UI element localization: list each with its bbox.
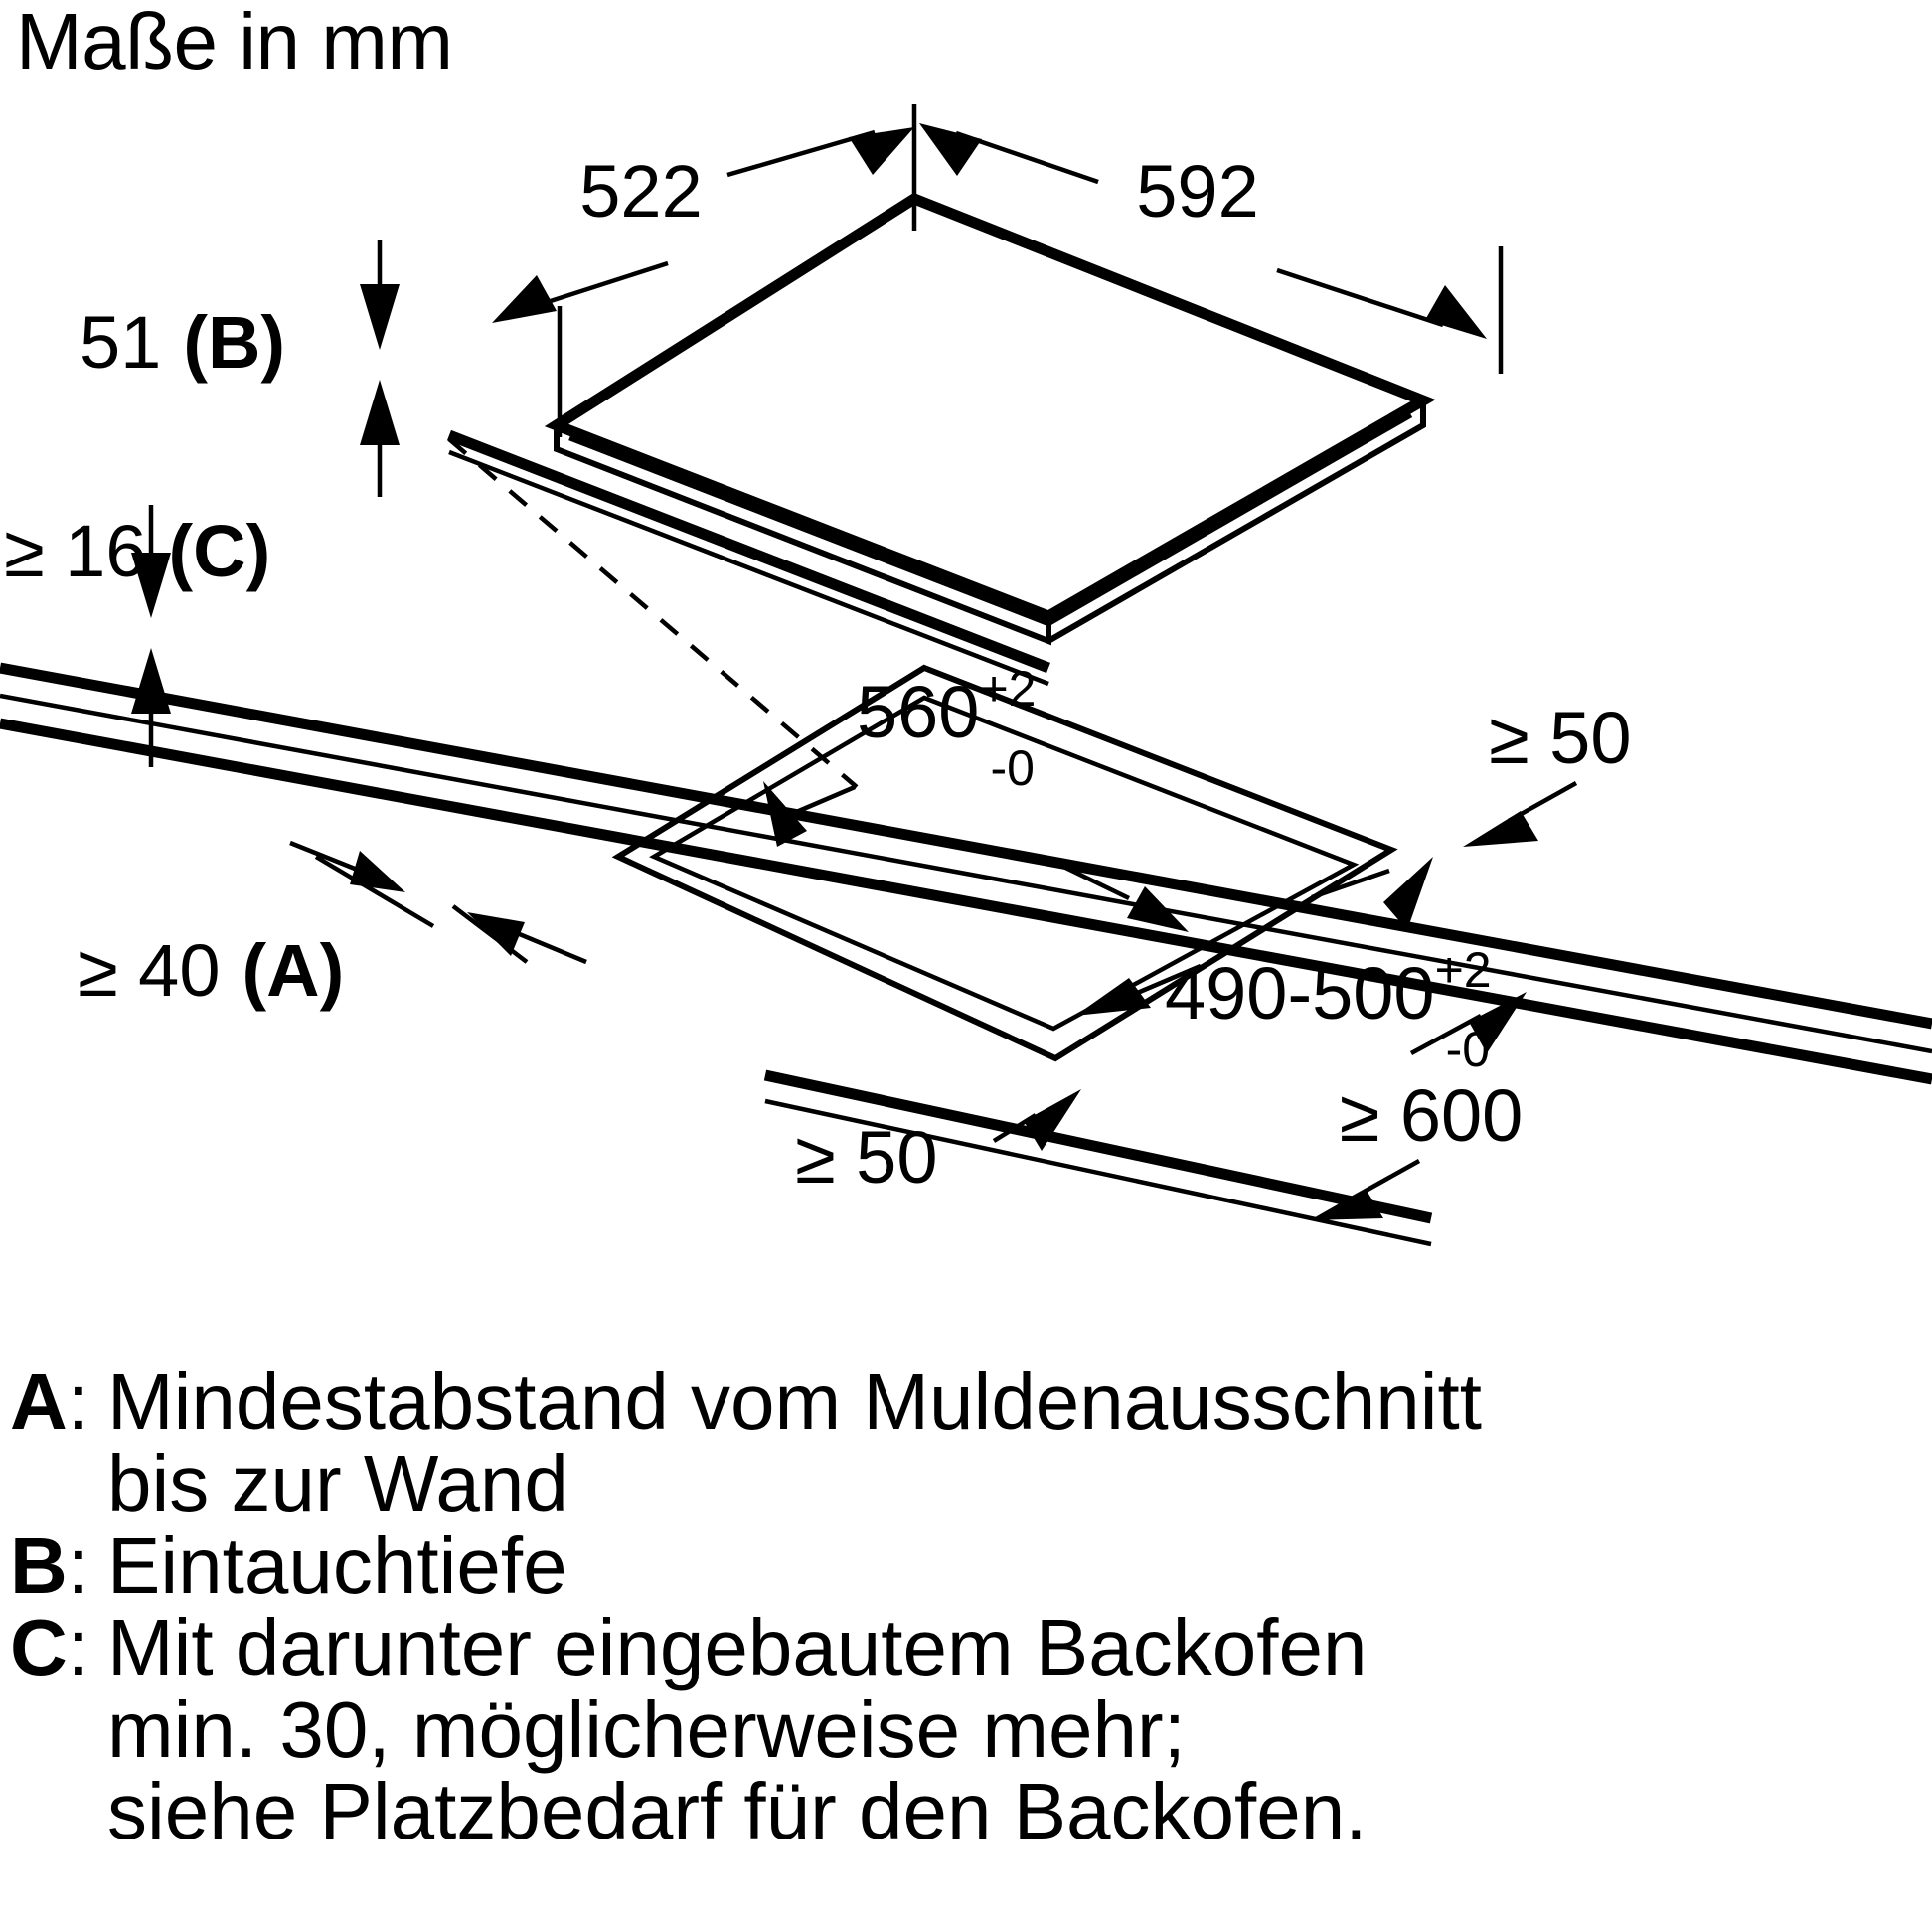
dim-592-group: 592: [919, 123, 1504, 374]
dim-40A-ext-upper: [314, 855, 435, 928]
legend-line-c-3: siehe Platzbedarf für den Backofen.: [107, 1766, 1368, 1855]
dim-592-arrowhead-upper: [919, 123, 982, 176]
legend-block: A : Mindestabstand vom Muldenausschnitt …: [10, 1358, 1898, 1855]
hob-appliance-group: [447, 192, 1436, 687]
hob-trim-edge: [447, 429, 1050, 674]
legend-entry-c: C : Mit darunter eingebautem Backofen mi…: [10, 1603, 1898, 1855]
legend-text-c: Mit darunter eingebautem Backofen min. 3…: [89, 1603, 1898, 1855]
legend-text-a: Mindestabstand vom Muldenausschnitt bis …: [89, 1358, 1898, 1528]
dim-51B-group: [360, 240, 400, 497]
dim-50-right-label: ≥ 50: [1489, 697, 1631, 779]
dim-490500-group: 490-500+2-0: [1075, 857, 1492, 1077]
dim-560-leader-right: [1054, 860, 1130, 901]
dim-490500-label: 490-500+2-0: [1165, 942, 1492, 1077]
legend-entry-a: A : Mindestabstand vom Muldenausschnitt …: [10, 1358, 1898, 1528]
dim-40A-ext-lower: [451, 904, 529, 964]
dim-600-group: ≥ 600: [1310, 992, 1527, 1220]
dim-490500-arrowhead-upper: [1383, 857, 1433, 930]
legend-line-a-2: bis zur Wand: [107, 1439, 568, 1528]
dim-40A-arrowhead-lower: [467, 912, 525, 956]
cutout-inner-rect: [649, 695, 1360, 1032]
legend-line-c-2: min. 30, möglicherweise mehr;: [107, 1684, 1186, 1774]
dim-522-leader-lower: [528, 260, 669, 311]
dim-522-arrowhead-upper: [849, 127, 914, 175]
dim-50-right-group: ≥ 50: [1463, 697, 1631, 847]
legend-entry-b: B : Eintauchtiefe: [10, 1520, 1898, 1610]
dim-592-leader-lower: [1276, 267, 1444, 328]
dim-490500-arrowhead-lower: [1075, 978, 1151, 1016]
hob-rim-line-left: [568, 435, 1049, 627]
legend-line-b-1: Eintauchtiefe: [107, 1520, 567, 1610]
hob-front-right-face: [1046, 400, 1426, 644]
dim-51B-arrowhead-top: [360, 284, 400, 350]
dim-490500-leader-upper: [1311, 868, 1390, 900]
dim-16C-label: ≥ 16(C): [4, 510, 270, 592]
dim-600-arrowhead-upper: [1469, 992, 1527, 1053]
dim-50-front-label: ≥ 50: [795, 1116, 937, 1199]
legend-colon-b: :: [67, 1520, 90, 1610]
legend-key-c: C: [10, 1603, 68, 1692]
dim-40A-arrowhead-upper: [350, 851, 405, 892]
dim-522-leader-upper: [726, 129, 876, 178]
hob-top-surface: [544, 192, 1436, 623]
legend-colon-c: :: [67, 1603, 90, 1692]
dim-51B-arrowhead-bottom: [360, 380, 400, 445]
dim-16C-arrowhead-down: [131, 553, 171, 618]
worktop-group: [0, 662, 1932, 1247]
dim-40A-label: ≥ 40(A): [78, 929, 344, 1012]
hob-rim-line-right: [1046, 413, 1413, 626]
cutout-group: [447, 437, 1398, 1062]
page-title: Maße in mm: [16, 0, 453, 85]
dim-560-arrowhead-right: [1127, 886, 1189, 932]
legend-line-c-1: Mit darunter eingebautem Backofen: [107, 1603, 1368, 1692]
left-dimension-labels: 51(B) ≥ 16(C) ≥ 40(A): [4, 301, 344, 1012]
legend-key-b: B: [10, 1520, 68, 1610]
legend-colon-a: :: [67, 1358, 90, 1446]
worktop-front-bottom-edge-inner: [764, 1098, 1432, 1247]
hob-trim-edge-inner: [448, 449, 1049, 687]
dim-50-front-group: ≥ 50: [795, 1089, 1081, 1199]
cutout-outer-rect: [611, 664, 1398, 1062]
dim-522-arrowhead-lower: [492, 275, 557, 323]
legend-text-b: Eintauchtiefe: [89, 1520, 1898, 1610]
dim-560-group: 560+2-0: [763, 661, 1189, 932]
dim-16C-arrowhead-up: [131, 648, 171, 714]
hob-front-left-face: [554, 425, 1051, 646]
legend-line-a-1: Mindestabstand vom Muldenausschnitt: [107, 1358, 1482, 1446]
dim-50-right-arrowhead: [1463, 811, 1538, 847]
dim-522-label: 522: [579, 150, 702, 233]
dim-600-label: ≥ 600: [1340, 1074, 1524, 1157]
dim-51B-label: 51(B): [80, 301, 285, 384]
dim-522-group: 522: [492, 104, 917, 437]
dim-40A-group: [289, 840, 587, 965]
worktop-top-far-edge: [0, 662, 1932, 1030]
dim-560-label: 560+2-0: [857, 661, 1036, 796]
dim-16C-group: [131, 505, 171, 767]
cutout-projection-dashed: [447, 437, 859, 789]
dim-592-label: 592: [1136, 150, 1258, 233]
dim-50-front-arrowhead: [1024, 1089, 1081, 1151]
dim-560-arrowhead-left: [763, 781, 807, 847]
worktop-front-face-upper: [0, 718, 1932, 1085]
worktop-top-near-edge: [0, 693, 1932, 1054]
dim-592-arrowhead-lower: [1425, 285, 1487, 339]
dim-600-arrowhead-lower: [1310, 1189, 1383, 1220]
legend-key-a: A: [10, 1358, 68, 1446]
worktop-front-bottom-edge: [763, 1069, 1433, 1224]
